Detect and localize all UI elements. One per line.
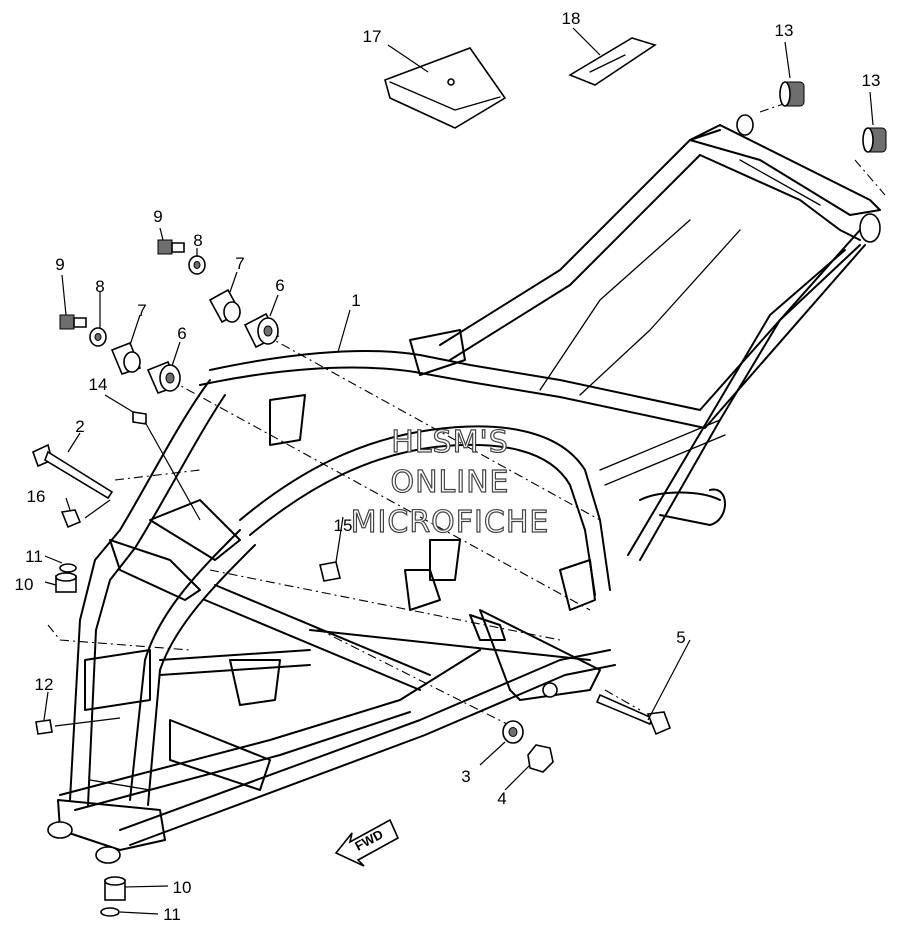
part-label-3: 3 (461, 767, 470, 786)
grommet-part (862, 127, 887, 153)
part-number-labels: 1 2 3 4 5 6 6 7 7 8 8 9 9 10 10 11 11 12… (15, 9, 881, 924)
part-label-1: 1 (351, 291, 360, 310)
nut-part (527, 744, 554, 773)
bolt-part (59, 314, 87, 330)
part-label-11-lower: 11 (163, 905, 181, 924)
part-label-13-left: 13 (775, 21, 794, 40)
part-label-7-lower: 7 (137, 301, 146, 320)
o-ring-part (59, 563, 77, 573)
main-frame (47, 114, 881, 864)
part-label-10-lower: 10 (173, 878, 192, 897)
part-label-11-upper: 11 (25, 547, 43, 566)
watermark-line-2: ONLINE (390, 465, 509, 500)
part-label-10-upper: 10 (15, 575, 34, 594)
part-label-15: 15 (334, 516, 353, 535)
part-label-6-lower: 6 (177, 324, 186, 343)
clip-nut-part (132, 411, 147, 425)
assembly-lines (47, 99, 886, 729)
small-parts (32, 37, 887, 917)
part-label-17: 17 (363, 27, 382, 46)
part-label-4: 4 (497, 789, 506, 808)
part-label-2: 2 (75, 417, 84, 436)
collar-part (208, 288, 242, 324)
watermark-line-3: MICROFICHE (351, 505, 550, 540)
label-sticker-part (319, 561, 341, 582)
bushing-part (146, 360, 181, 395)
part-label-13-right: 13 (862, 71, 881, 90)
grease-nipple-part (35, 719, 53, 735)
part-label-18: 18 (562, 9, 581, 28)
leader-lines (43, 27, 874, 915)
clamp-part (60, 509, 82, 529)
watermark: HLSM'S ONLINE MICROFICHE (350, 424, 550, 540)
grommet-part (779, 81, 805, 107)
long-bolt-part (32, 443, 114, 500)
collar-part (104, 876, 126, 901)
part-label-16: 16 (27, 487, 46, 506)
part-label-8-upper: 8 (193, 231, 202, 250)
collar-part (55, 572, 77, 593)
collar-part (110, 341, 142, 375)
washer-part (502, 720, 524, 744)
washer-part (188, 255, 206, 275)
part-label-5: 5 (676, 628, 685, 647)
bolt-part (157, 239, 185, 255)
pivot-bolt-part (595, 693, 672, 736)
part-label-7-upper: 7 (235, 254, 244, 273)
forward-direction-arrow: FWD (334, 818, 400, 867)
part-label-8-lower: 8 (95, 277, 104, 296)
watermark-line-1: HLSM'S (391, 425, 509, 460)
part-label-9-upper: 9 (153, 207, 162, 226)
part-label-6-upper: 6 (275, 276, 284, 295)
bushing-part (243, 312, 280, 349)
o-ring-part (100, 907, 120, 917)
part-label-9-lower: 9 (55, 255, 64, 274)
washer-part (89, 327, 107, 347)
part-label-12: 12 (35, 675, 54, 694)
tool-bag-part (384, 47, 507, 129)
part-label-14: 14 (89, 375, 108, 394)
